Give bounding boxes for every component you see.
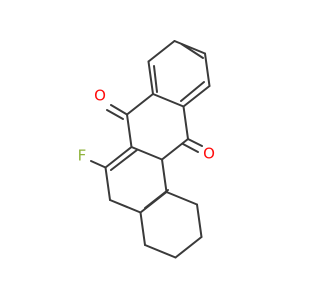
- bond: [147, 40, 176, 63]
- bond: [110, 104, 128, 116]
- oxygen-atom-label: O: [203, 145, 215, 163]
- bond: [147, 60, 154, 95]
- bond: [126, 113, 133, 148]
- oxygen-atom-label: O: [94, 87, 106, 105]
- bond: [139, 211, 146, 246]
- bond: [161, 138, 189, 161]
- bond: [106, 109, 124, 120]
- bond: [165, 191, 198, 206]
- bond: [130, 146, 163, 161]
- bond: [104, 166, 111, 201]
- bond: [109, 199, 142, 214]
- bond: [180, 81, 205, 102]
- bond: [152, 93, 185, 108]
- bond: [182, 105, 189, 140]
- atom-labels: O O F: [78, 87, 215, 165]
- bond: [90, 160, 107, 169]
- fluorine-atom-label: F: [78, 147, 87, 165]
- bond: [182, 143, 199, 153]
- bond: [104, 146, 133, 169]
- bond: [110, 149, 138, 171]
- bond: [204, 52, 211, 87]
- bond-lines: [90, 40, 211, 259]
- bond: [196, 203, 203, 238]
- bond: [174, 236, 203, 259]
- bond: [161, 158, 168, 193]
- bond: [144, 189, 169, 209]
- bond: [182, 85, 211, 108]
- molecule-structure-diagram: O O F: [78, 40, 215, 259]
- bond: [180, 43, 204, 59]
- bond: [126, 93, 154, 116]
- bond: [153, 65, 158, 93]
- bond: [187, 138, 203, 147]
- bond: [173, 40, 206, 55]
- bond: [144, 244, 177, 259]
